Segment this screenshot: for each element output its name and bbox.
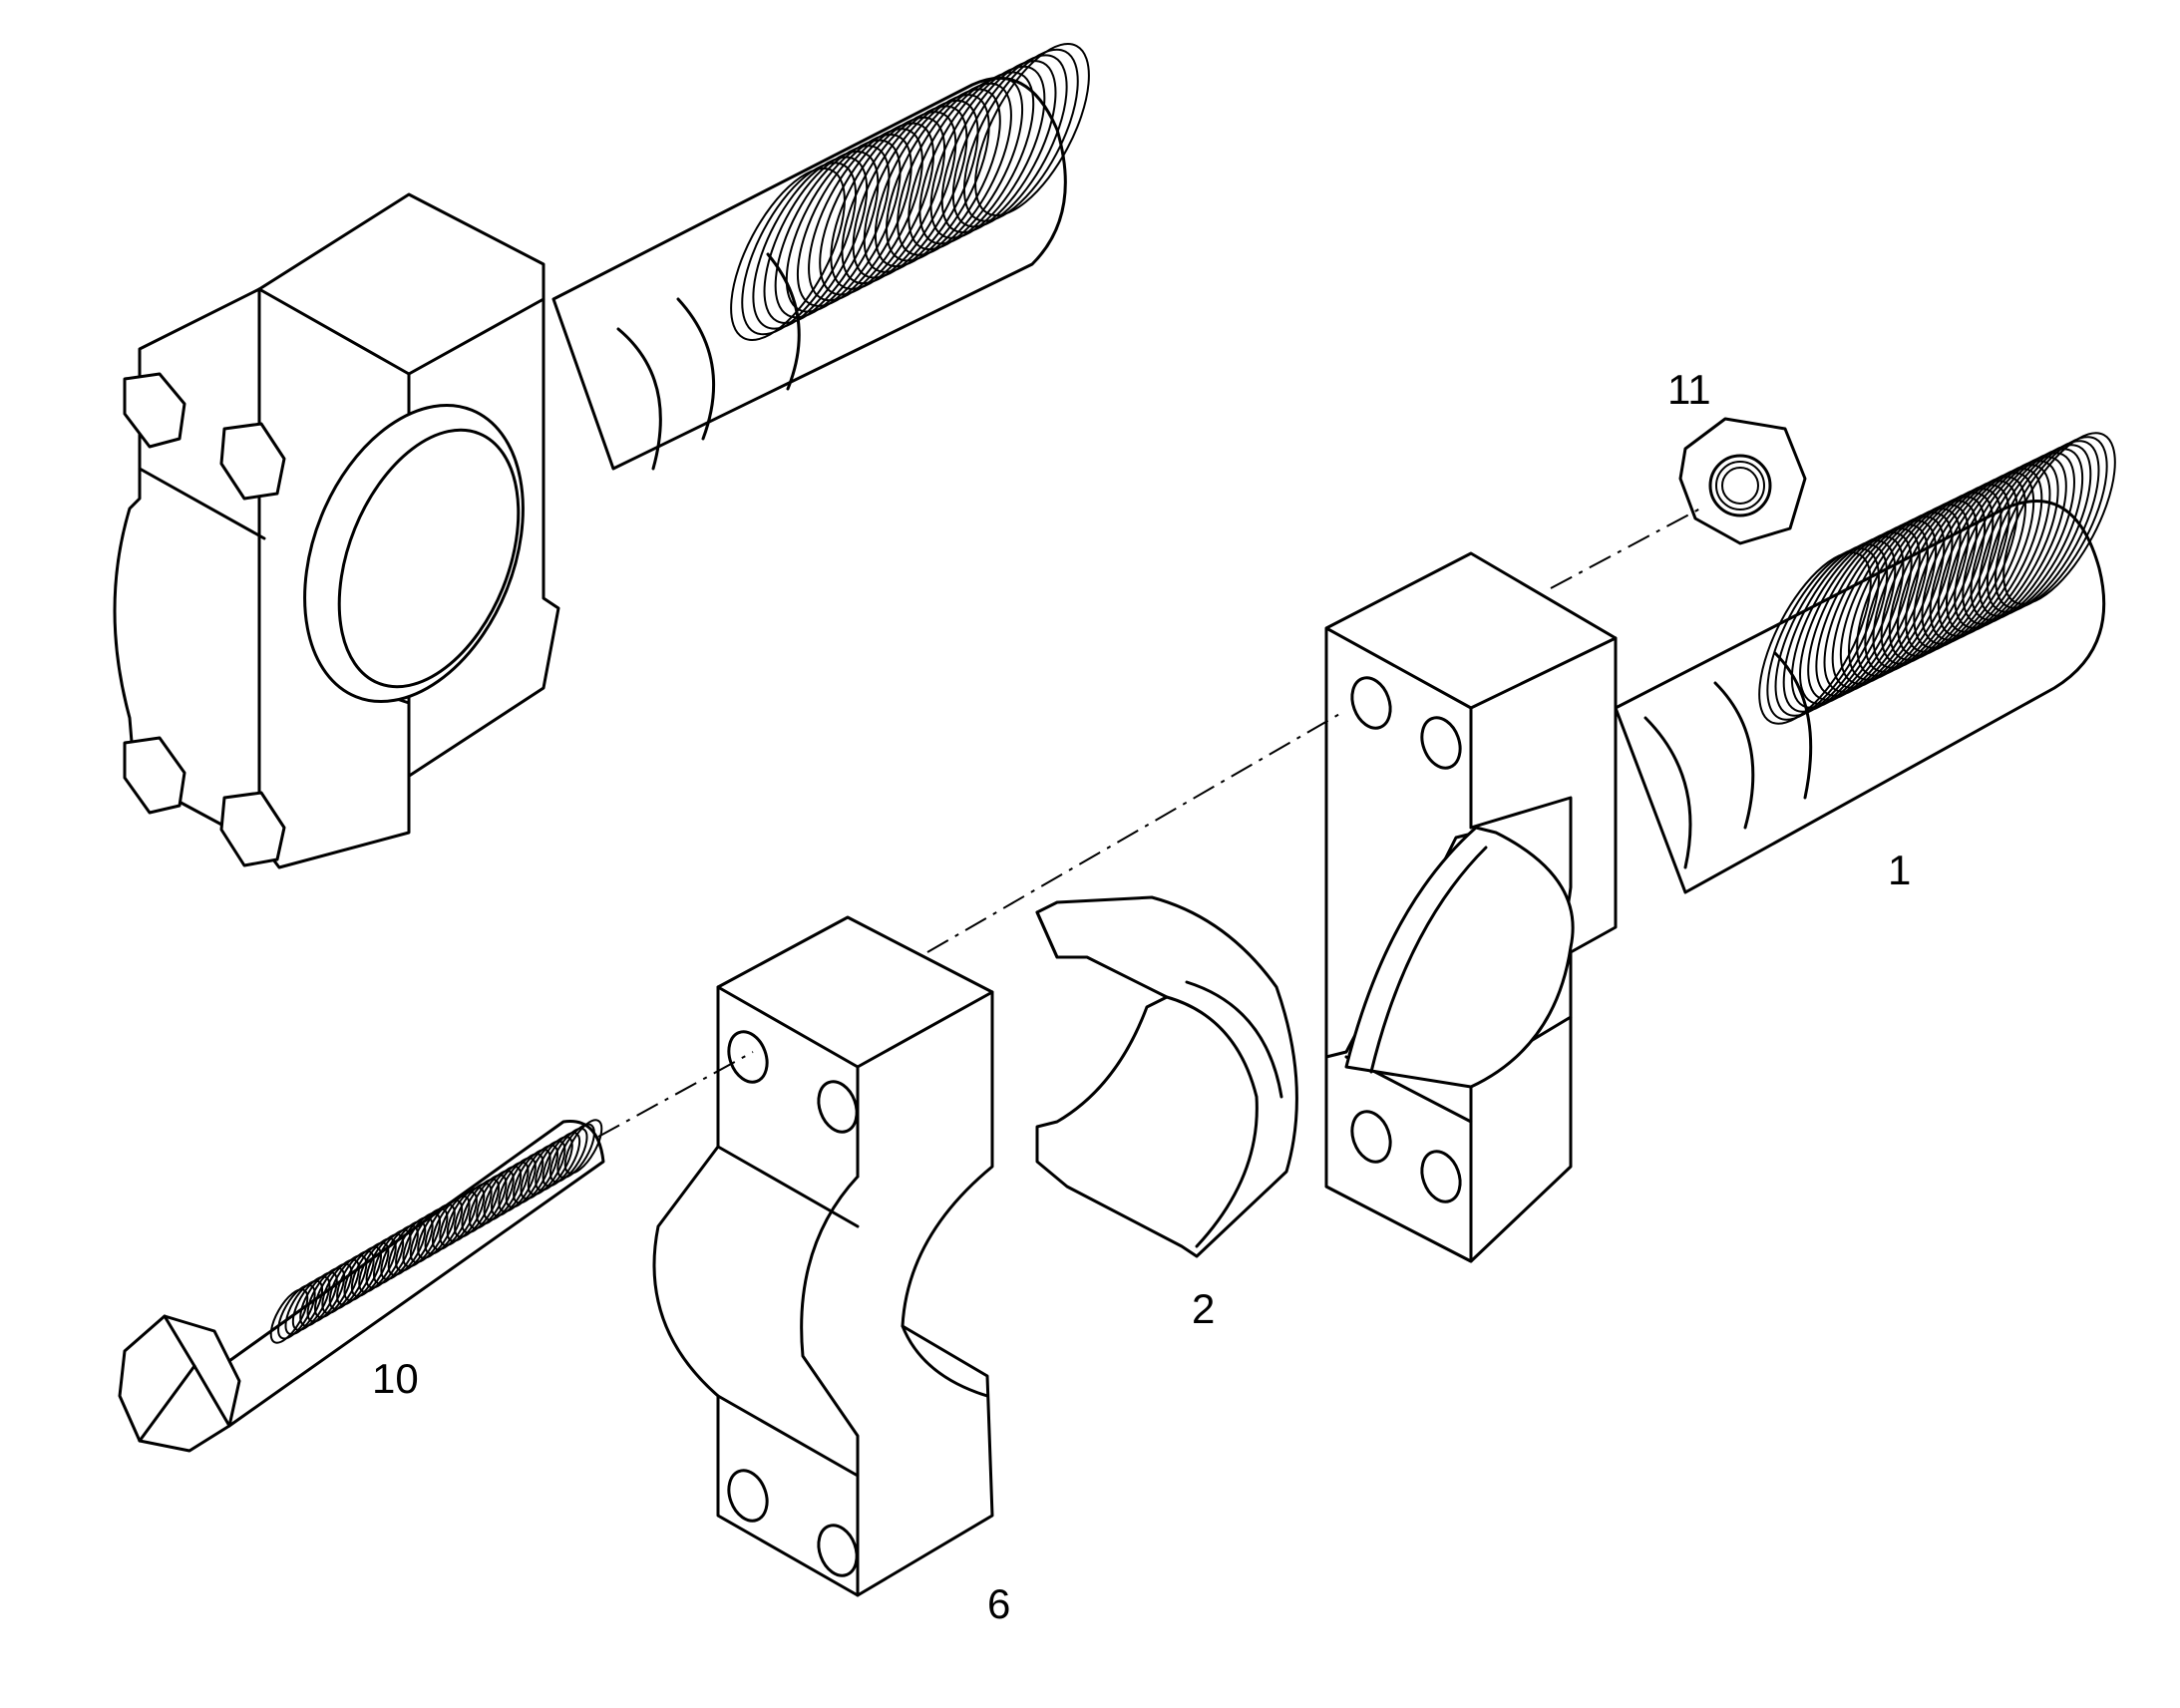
thread-ring (299, 1271, 338, 1327)
assembled-bolt-head-icon (123, 372, 286, 867)
thread-ring (328, 1254, 368, 1310)
thread-ring (284, 1279, 323, 1336)
hub-threaded-stub (1614, 432, 2116, 894)
thread-ring (373, 1228, 412, 1285)
thread-ring (277, 1284, 316, 1340)
thread-ring (395, 1216, 434, 1272)
thread-ring (461, 1178, 500, 1234)
thread-ring (417, 1203, 456, 1259)
thread-ring (343, 1245, 382, 1302)
thread-ring (402, 1211, 441, 1268)
thread-ring (454, 1183, 493, 1238)
clamp-half-part-6 (652, 915, 994, 1597)
thread-ring (432, 1195, 471, 1251)
clamp-bolt-holes (727, 1030, 859, 1577)
thread-ring (962, 48, 1079, 222)
thread-ring (535, 1136, 573, 1192)
thread-ring (527, 1140, 566, 1196)
thread-ring (306, 1267, 346, 1323)
thread-ring (483, 1166, 523, 1221)
thread-ring (974, 43, 1090, 216)
thread-ring (542, 1132, 581, 1188)
callout-6: 6 (987, 1580, 1011, 1627)
thread-ring (940, 60, 1057, 234)
thread-ring (446, 1187, 486, 1242)
hub-bore (1344, 826, 1575, 1089)
callout-1: 1 (1888, 847, 1912, 893)
ring-part-2 (1035, 895, 1298, 1258)
thread-ring (513, 1149, 551, 1204)
thread-ring (336, 1250, 375, 1306)
thread-ring (498, 1157, 537, 1212)
thread-ring (556, 1123, 595, 1179)
thread-ring (520, 1144, 558, 1200)
thread-ring (505, 1153, 545, 1208)
thread-ring (563, 1119, 603, 1175)
bolt-part-10 (118, 1119, 605, 1453)
thread-ring (439, 1191, 478, 1246)
callout-2: 2 (1192, 1285, 1216, 1332)
thread-ring (2002, 432, 2116, 605)
assembly-axis-lines (597, 508, 1701, 1138)
assembled-threaded-stub (551, 43, 1090, 471)
thread-ring (291, 1275, 331, 1331)
thread-ring (1970, 448, 2084, 621)
thread-ring (387, 1220, 427, 1276)
callout-11: 11 (1667, 366, 1711, 413)
assembled-flange (113, 43, 1090, 869)
thread-ring (929, 65, 1046, 239)
thread-ring (358, 1237, 397, 1293)
thread-ring (1962, 452, 2075, 625)
thread-ring (424, 1199, 464, 1255)
thread-ring (350, 1241, 390, 1297)
thread-ring (951, 54, 1068, 228)
thread-ring (468, 1174, 508, 1229)
thread-ring (365, 1233, 405, 1289)
thread-ring (314, 1262, 353, 1319)
thread-ring (321, 1258, 360, 1314)
hub-bolt-holes (1350, 676, 1462, 1203)
thread-ring (1986, 440, 2100, 613)
thread-ring (476, 1170, 515, 1225)
hub-part-1 (1324, 432, 2116, 1263)
thread-ring (380, 1224, 419, 1280)
thread-ring (1995, 436, 2108, 609)
thread-ring (1978, 444, 2092, 617)
callout-10: 10 (372, 1355, 419, 1402)
thread-ring (491, 1161, 530, 1217)
bolt-hex-head-icon (118, 1314, 241, 1453)
nut-part-11-icon (1678, 417, 1807, 545)
thread-ring (549, 1127, 588, 1184)
thread-ring (409, 1207, 449, 1263)
thread-ring (269, 1288, 309, 1344)
